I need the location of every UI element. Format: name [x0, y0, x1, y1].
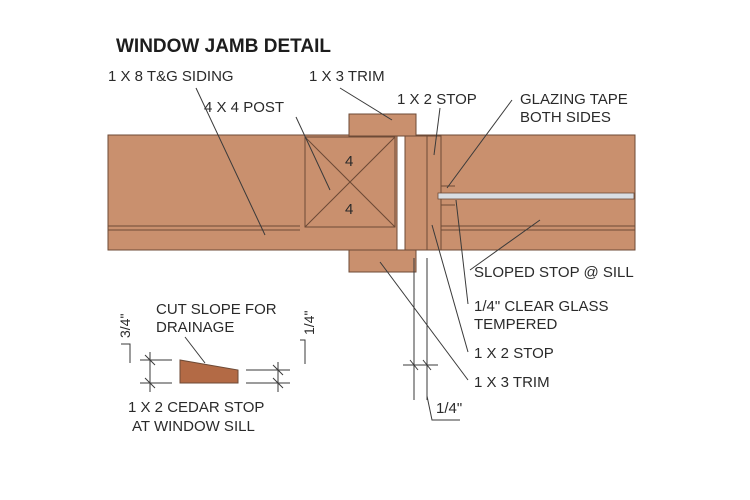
post-cross-2: [304, 136, 396, 228]
leader-trim-bottom: [379, 261, 469, 381]
label-trim-bottom: 1 X 3 TRIM: [474, 374, 550, 391]
label-post: 4 X 4 POST: [204, 99, 284, 116]
label-glazing-2: BOTH SIDES: [520, 109, 611, 126]
label-stop-bottom: 1 X 2 STOP: [474, 345, 554, 362]
label-dim-left: 3/4": [117, 314, 133, 338]
leader-post: [295, 116, 331, 191]
label-cedar-2: AT WINDOW SILL: [132, 418, 255, 435]
label-cut-slope-1: CUT SLOPE FOR: [156, 301, 277, 318]
leader-siding: [195, 87, 266, 236]
leader-stop-bottom: [431, 224, 469, 353]
cedar-stop-section: [179, 359, 239, 384]
gap-dim-ticks: [409, 359, 432, 371]
dim-left-leader: [121, 343, 131, 363]
dim-left-ticks: [144, 354, 156, 389]
label-glass-1: 1/4" CLEAR GLASS: [474, 298, 609, 315]
label-stop-top: 1 X 2 STOP: [397, 91, 477, 108]
jamb-gap: [396, 135, 406, 251]
leader-glazing: [446, 99, 513, 189]
label-trim-top: 1 X 3 TRIM: [309, 68, 385, 85]
diagram-title: WINDOW JAMB DETAIL: [116, 36, 331, 57]
trim-top: [348, 113, 417, 137]
label-dim-right: 1/4": [301, 311, 317, 335]
label-siding: 1 X 8 T&G SIDING: [108, 68, 234, 85]
leader-sloped-stop: [469, 219, 541, 271]
gap-dim-leader: [426, 395, 460, 421]
leader-glass: [455, 199, 469, 305]
glass-pane: [437, 192, 635, 200]
leader-trim-top: [339, 87, 393, 121]
label-glazing-1: GLAZING TAPE: [520, 91, 628, 108]
label-glass-2: TEMPERED: [474, 316, 558, 333]
post-mark-top: 4: [345, 153, 353, 170]
label-sloped-stop: SLOPED STOP @ SILL: [474, 264, 634, 281]
label-cedar-1: 1 X 2 CEDAR STOP: [128, 399, 264, 416]
leader-cut-slope: [184, 336, 206, 364]
leader-stop-top: [433, 107, 441, 156]
trim-bottom: [348, 249, 417, 273]
label-gap-dim: 1/4": [436, 400, 462, 417]
dim-right-ticks: [272, 364, 284, 389]
dim-right-leader: [300, 339, 306, 364]
label-cut-slope-2: DRAINAGE: [156, 319, 234, 336]
post-mark-bottom: 4: [345, 201, 353, 218]
jamb-board: [404, 135, 428, 251]
